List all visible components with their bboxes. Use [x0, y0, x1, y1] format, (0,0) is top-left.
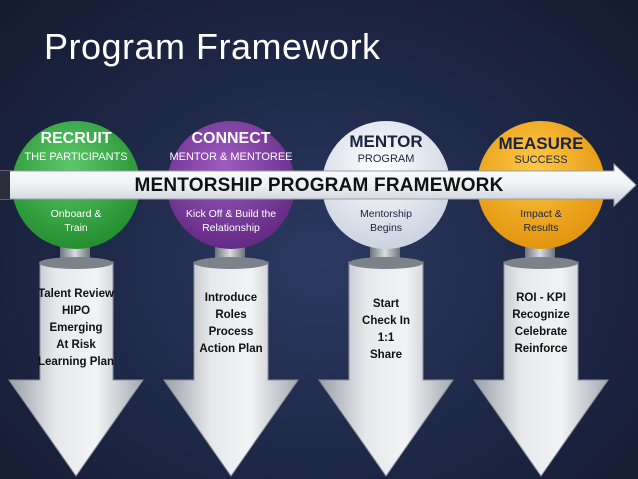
stage-heading-connect: CONNECT	[191, 130, 271, 147]
stage-heading-measure: MEASURE	[498, 134, 584, 153]
stage-heading-recruit: RECRUIT	[40, 130, 112, 147]
arrow-text-mentor: Start Check In 1:1 Share	[346, 296, 426, 364]
circle-line: Impact &	[520, 208, 562, 220]
stage-sub-connect: MENTOR & MENTOREE	[169, 151, 293, 163]
arrow-line: Learning Plan	[37, 356, 115, 368]
circle-text-recruit: Onboard & Train	[30, 207, 122, 235]
arrow-line: Process	[208, 326, 254, 338]
circle-line: Train	[64, 222, 88, 234]
circle-text-connect: Kick Off & Build the Relationship	[176, 207, 286, 235]
arrow-text-measure: ROI - KPI Recognize Celebrate Reinforce	[496, 290, 586, 358]
arrow-line: HIPO	[61, 305, 91, 317]
arrow-line: Check In	[362, 315, 410, 327]
down-arrows	[8, 261, 609, 477]
circle-line: Mentorship	[360, 208, 412, 220]
arrow-line: Action Plan	[199, 343, 263, 355]
stage-sub-measure: SUCCESS	[514, 154, 568, 166]
arrow-line: Roles	[215, 309, 247, 321]
arrow-line: Reinforce	[514, 343, 568, 355]
down-arrow-measure	[473, 261, 609, 477]
circle-line: Onboard &	[50, 208, 102, 220]
arrow-line: Introduce	[204, 292, 258, 304]
connector-columns	[60, 240, 555, 270]
arrow-line: ROI - KPI	[516, 292, 566, 304]
down-arrow-recruit	[8, 261, 144, 477]
arrow-line: Recognize	[512, 309, 570, 321]
arrow-text-connect: Introduce Roles Process Action Plan	[186, 290, 276, 358]
banner-arrow	[0, 162, 637, 208]
banner-label: MENTORSHIP PROGRAM FRAMEWORK	[134, 175, 504, 196]
arrow-line: 1:1	[377, 332, 395, 344]
down-arrow-mentor	[318, 261, 454, 477]
circle-line: Relationship	[202, 222, 260, 234]
banner-left-edge	[0, 171, 10, 199]
arrow-line: Emerging	[49, 322, 103, 334]
arrow-text-recruit: Talent Review HIPO Emerging At Risk Lear…	[36, 286, 116, 371]
arrow-line: Talent Review	[38, 288, 114, 300]
stage-sub-recruit: THE PARTICIPANTS	[24, 151, 128, 163]
arrow-line: Start	[372, 298, 400, 310]
circle-line: Results	[523, 222, 559, 234]
down-arrow-connect	[163, 261, 299, 477]
stage-sub-mentor: PROGRAM	[357, 153, 415, 165]
circle-line: Begins	[369, 222, 403, 234]
circle-text-measure: Impact & Results	[491, 207, 591, 235]
arrow-caps	[39, 257, 578, 269]
circle-text-mentor: Mentorship Begins	[336, 207, 436, 235]
circle-line: Kick Off & Build the	[185, 208, 277, 220]
slide-title: Program Framework	[44, 26, 381, 67]
stage-heading-mentor: MENTOR	[349, 132, 423, 151]
arrow-line: At Risk	[56, 339, 96, 351]
arrow-line: Celebrate	[514, 326, 568, 338]
arrow-line: Share	[370, 349, 402, 361]
